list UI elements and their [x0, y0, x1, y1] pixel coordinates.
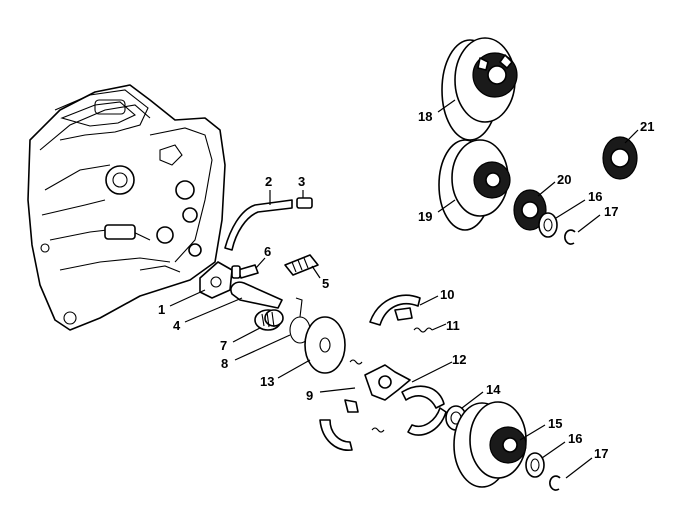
engine-housing [27, 84, 226, 331]
clutch-shoe-9 [319, 399, 359, 451]
hose-fitting-3 [296, 197, 313, 209]
cover-disc-13 [304, 316, 346, 374]
clutch-drum-19 [438, 139, 511, 231]
callout-7: 7 [220, 338, 227, 353]
screw-6 [231, 264, 259, 279]
callout-5: 5 [322, 276, 329, 291]
callout-13: 13 [260, 374, 274, 389]
washer-16-lower [525, 452, 545, 478]
clutch-drum-15 [453, 401, 527, 488]
callout-4: 4 [173, 318, 181, 333]
tension-spring-11 [349, 327, 433, 433]
worm-7 [254, 309, 284, 331]
callout-16-lower: 16 [568, 431, 582, 446]
leader-lines [169, 99, 639, 479]
callout-19: 19 [418, 209, 432, 224]
callout-21: 21 [640, 119, 654, 134]
callout-14: 14 [486, 382, 501, 397]
callout-12: 12 [452, 352, 466, 367]
oil-hose-2 [224, 199, 293, 251]
clutch-shoe-10 [369, 294, 421, 326]
washer-16-upper [538, 212, 558, 238]
callout-11: 11 [446, 318, 460, 333]
worm-gear-5 [284, 254, 319, 276]
e-clip-17-upper [564, 229, 576, 245]
clutch-shoe-12 [401, 385, 447, 436]
clutch-carrier-12 [364, 364, 411, 401]
callout-20: 20 [557, 172, 571, 187]
callout-10: 10 [440, 287, 454, 302]
callout-17-upper: 17 [604, 204, 618, 219]
callout-1: 1 [158, 302, 165, 317]
callout-17-lower: 17 [594, 446, 608, 461]
rim-sprocket-21 [602, 136, 638, 180]
callout-8: 8 [221, 356, 228, 371]
callout-16-upper: 16 [588, 189, 602, 204]
callout-9: 9 [306, 388, 313, 403]
pump-piston-4 [230, 281, 283, 309]
rim-sprocket-20 [513, 189, 547, 231]
clutch-drum-18 [441, 37, 518, 141]
callout-6: 6 [264, 244, 271, 259]
callout-18: 18 [418, 109, 432, 124]
callout-3: 3 [298, 174, 305, 189]
e-clip-17-lower [549, 475, 561, 491]
callout-2: 2 [265, 174, 272, 189]
callout-15: 15 [548, 416, 562, 431]
